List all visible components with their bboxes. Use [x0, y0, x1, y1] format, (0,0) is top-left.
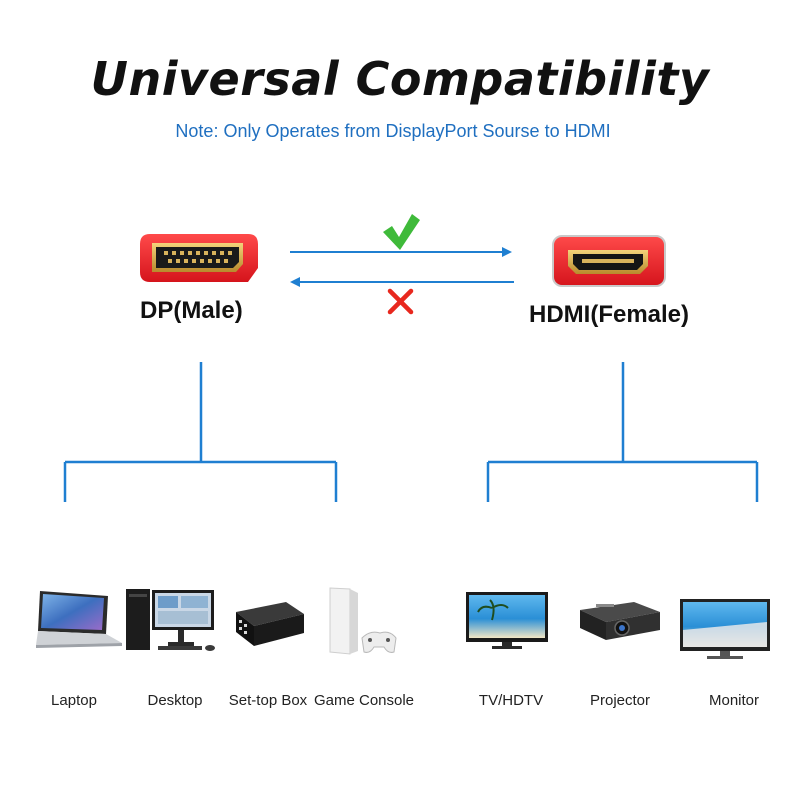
red-cross-icon — [387, 288, 414, 315]
projector-icon — [580, 602, 660, 640]
desktop-icon — [126, 589, 215, 651]
device-label-set-top-box: Set-top Box — [228, 692, 308, 709]
device-label-desktop: Desktop — [147, 692, 203, 709]
laptop-icon — [36, 591, 122, 648]
hdmi-connector-icon — [552, 235, 666, 287]
compatibility-note: Note: Only Operates from DisplayPort Sou… — [175, 121, 611, 141]
device-label-tv-hdtv: TV/HDTV — [478, 692, 544, 709]
game-console-icon — [329, 587, 397, 655]
displayport-connector-icon — [140, 234, 258, 282]
forward-arrow — [290, 247, 512, 257]
hdmi-female-label: HDMI(Female) — [529, 301, 690, 328]
device-label-projector: Projector — [589, 692, 651, 709]
tv-icon — [466, 592, 548, 649]
green-check-icon — [383, 214, 420, 250]
source-tree-lines — [63, 362, 338, 502]
backward-arrow — [290, 277, 514, 287]
dp-male-label: DP(Male) — [140, 297, 243, 324]
page-title: Universal Compatibility — [90, 52, 710, 106]
monitor-icon — [680, 599, 770, 659]
device-label-laptop: Laptop — [51, 692, 97, 709]
target-tree-lines — [486, 362, 759, 502]
set-top-box-icon — [236, 602, 304, 646]
device-label-monitor: Monitor — [708, 692, 760, 709]
device-label-game-console: Game Console — [313, 692, 415, 709]
